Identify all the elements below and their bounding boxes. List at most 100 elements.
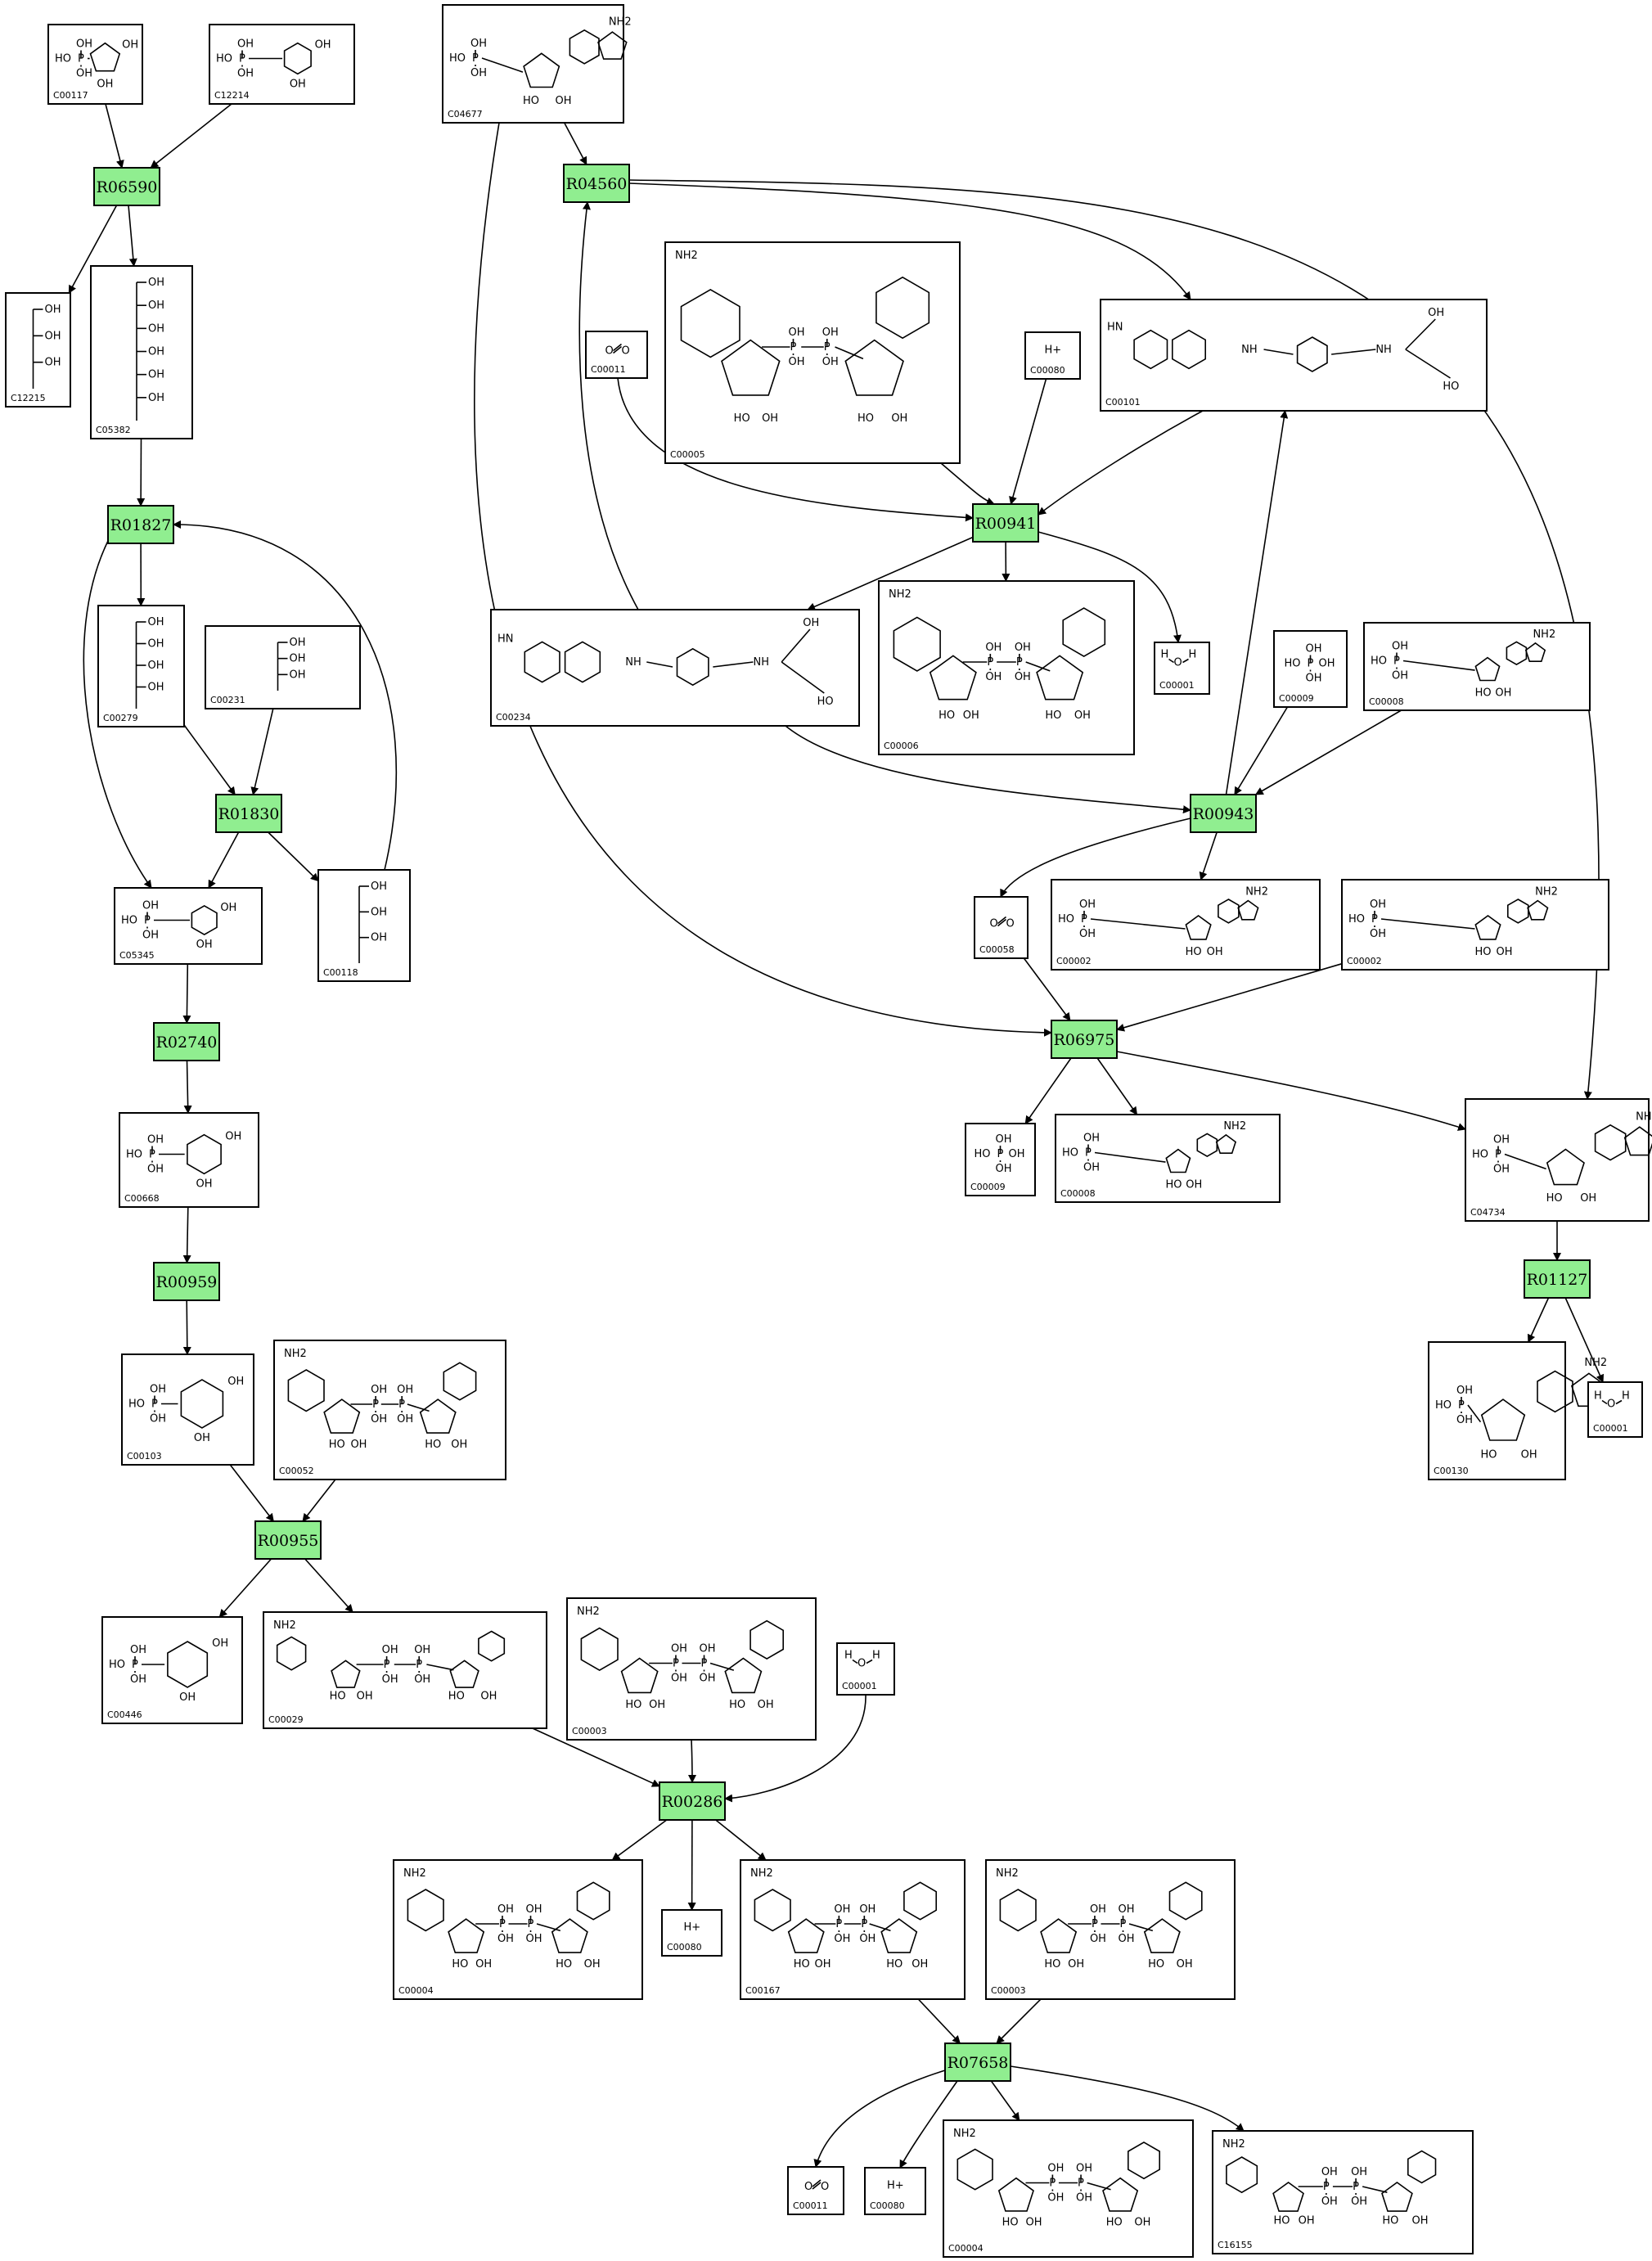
reaction-box[interactable] [107, 505, 174, 544]
six-ring [191, 904, 218, 936]
furanose-ring [1480, 1398, 1526, 1441]
reaction-box[interactable] [972, 503, 1039, 543]
reaction-node-R07658[interactable]: R07658 [944, 2043, 1011, 2082]
reaction-node-R00941[interactable]: R00941 [972, 503, 1039, 543]
compound-id-label: C00009 [1279, 693, 1314, 704]
amine-label: NH2 [1245, 885, 1268, 898]
compound-id-label: C00029 [268, 1714, 304, 1725]
compound-box [943, 2119, 1194, 2258]
reaction-box[interactable] [153, 1022, 220, 1061]
reaction-node-R00955[interactable]: R00955 [254, 1520, 322, 1560]
reaction-node-R04560[interactable]: R04560 [563, 164, 630, 203]
reaction-node-R06975[interactable]: R06975 [1051, 1020, 1118, 1059]
furanose-ring [448, 1918, 485, 1953]
reaction-node-R00943[interactable]: R00943 [1190, 794, 1257, 833]
compound-id-label: C00231 [210, 695, 245, 705]
reaction-node-R02740[interactable]: R02740 [153, 1022, 220, 1061]
hydroxyl-label: OH [227, 1376, 244, 1388]
hydroxyl-label: OH [1392, 641, 1408, 653]
reaction-box[interactable] [1051, 1020, 1118, 1059]
reaction-box[interactable] [659, 1781, 726, 1821]
hydroxyl-label: HO [794, 1958, 810, 1970]
hydroxyl-label: HO [1443, 381, 1459, 393]
reaction-box[interactable] [1190, 794, 1257, 833]
phosphorus-atom: P [1078, 2178, 1084, 2190]
hydroxyl-label: OH [414, 1673, 430, 1686]
hydroxyl-label: OH [1370, 899, 1386, 911]
reaction-node-R01830[interactable]: R01830 [215, 794, 282, 833]
reaction-node-R00959[interactable]: R00959 [153, 1262, 220, 1301]
edge-R00943-to-C00058 [1000, 817, 1191, 898]
edge-R00941-to-C00001a [1038, 531, 1182, 643]
reaction-node-R01827[interactable]: R01827 [107, 505, 174, 544]
reaction-box[interactable] [563, 164, 630, 203]
reaction-box[interactable] [944, 2043, 1011, 2082]
reaction-box[interactable] [93, 167, 160, 206]
hydroxyl-label: OH [382, 1644, 398, 1656]
phosphorus-atom: P [835, 1918, 842, 1930]
compound-node-C00080[interactable]: H+C00080 [864, 2167, 926, 2215]
reaction-box[interactable] [153, 1262, 220, 1301]
compound-node-C04734[interactable]: HOPOHOHHOOHNH2C04734 [1465, 1098, 1652, 1222]
edge-R00286-to-C00004a [611, 1819, 668, 1861]
compound-id-label: C00001 [1159, 680, 1195, 691]
reaction-id-label: R00943 [1193, 805, 1254, 823]
hydroxyl-label: OH [1392, 670, 1408, 682]
reaction-node-R06590[interactable]: R06590 [93, 167, 160, 206]
six-ring [1128, 2141, 1160, 2180]
hydroxyl-label: OH [142, 900, 159, 912]
compound-box [5, 292, 71, 408]
hydroxyl-label: OH [859, 1903, 876, 1916]
reaction-box[interactable] [215, 794, 282, 833]
reaction-box[interactable] [254, 1520, 322, 1560]
compound-id-label: C00001 [842, 1681, 877, 1691]
reaction-node-R01127[interactable]: R01127 [1524, 1259, 1591, 1299]
compound-node-C00080[interactable]: H+C00080 [1024, 331, 1081, 380]
compound-id-label: C00011 [591, 364, 626, 375]
reaction-node-R00286[interactable]: R00286 [659, 1781, 726, 1821]
compound-id-label: C00130 [1434, 1466, 1469, 1476]
edge-C00008a-to-R00943 [1254, 709, 1402, 795]
reaction-box[interactable] [1524, 1259, 1591, 1299]
compound-node-C00080[interactable]: H+C00080 [661, 1909, 722, 1957]
hydroxyl-label: OH [1015, 671, 1031, 683]
